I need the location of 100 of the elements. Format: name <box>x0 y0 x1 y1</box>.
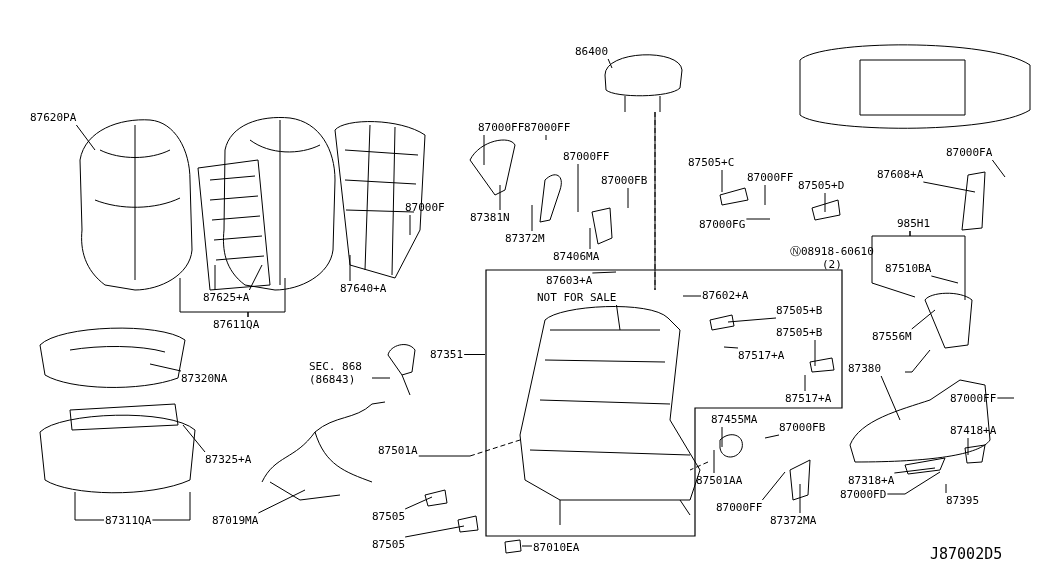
leader-line <box>531 204 533 232</box>
callout-number: Ⓝ08918-60610 (2) <box>790 245 874 271</box>
callout-number: 87351 <box>430 348 464 361</box>
leader-line <box>499 184 501 211</box>
callout-number: 87000FF <box>747 171 794 184</box>
leader-line <box>804 374 806 392</box>
callout-number: 87325+A <box>205 453 252 466</box>
leader-line <box>404 525 465 538</box>
leader-line <box>521 545 533 547</box>
leader-line <box>74 491 105 521</box>
leader-line <box>371 377 391 379</box>
callout-number: 87505 <box>372 538 406 551</box>
section-reference: SEC. 868 (86843) <box>309 360 371 386</box>
leader-line <box>589 227 591 250</box>
leader-line <box>814 339 816 367</box>
note-text: NOT FOR SALE <box>537 291 617 304</box>
leader-line <box>591 271 617 274</box>
callout-number: 87620PA <box>30 111 77 124</box>
leader-line <box>149 363 182 372</box>
callout-number: 87505+B <box>776 304 823 317</box>
callout-number: 87608+A <box>877 168 924 181</box>
leader-line <box>893 467 936 474</box>
leader-line <box>75 124 96 151</box>
callout-number: 87000FB <box>779 421 826 434</box>
leader-line <box>721 169 723 193</box>
leader-line <box>922 181 976 193</box>
callout-number: 87019MA <box>212 514 259 527</box>
callout-number: 87000F <box>405 201 445 214</box>
leader-line <box>880 375 901 421</box>
callout-number: 87418+A <box>950 424 997 437</box>
leader-line <box>713 449 715 474</box>
callout-number: 87510BA <box>885 262 932 275</box>
leader-line <box>764 434 780 439</box>
leader-line <box>545 134 547 141</box>
callout-number: 87000FF <box>563 150 610 163</box>
leader-line <box>721 426 723 448</box>
callout-number: 87000FF <box>478 121 525 134</box>
callout-number: 87010EA <box>533 541 580 554</box>
callout-number: 87517+A <box>785 392 832 405</box>
callout-number: 87611QA <box>213 318 260 331</box>
leader-line <box>761 471 786 501</box>
callout-number: 87517+A <box>738 349 785 362</box>
leader-line <box>577 163 579 213</box>
leader-line <box>723 346 739 349</box>
callout-number: 87000FF <box>524 121 571 134</box>
leader-line <box>247 277 286 318</box>
callout-number: 87501A <box>378 444 418 457</box>
callout-number: 87000FG <box>699 218 746 231</box>
drawing-code: J87002D5 <box>930 548 1003 561</box>
callout-number: 87320NA <box>181 372 228 385</box>
callout-number: 87505+D <box>798 179 845 192</box>
leader-line <box>991 159 1006 178</box>
callout-number: 86400 <box>575 45 609 58</box>
leader-line <box>214 264 216 291</box>
callout-number: 87455MA <box>711 413 758 426</box>
callout-number: 87501AA <box>696 474 743 487</box>
callout-number: 87372M <box>505 232 545 245</box>
callout-number: 87603+A <box>546 274 593 287</box>
leader-line <box>911 309 936 330</box>
callout-number: 87505 <box>372 510 406 523</box>
callout-number: 87380 <box>848 362 882 375</box>
leader-line <box>727 317 777 323</box>
leader-line <box>886 471 941 495</box>
callout-number: 87505+B <box>776 326 823 339</box>
callout-number: 87602+A <box>702 289 749 302</box>
leader-line <box>483 134 485 166</box>
callout-number: 985H1 <box>897 217 931 230</box>
leader-line <box>967 437 969 456</box>
callout-number: 87318+A <box>848 474 895 487</box>
leader-line <box>799 483 801 514</box>
leader-line <box>945 483 947 494</box>
callout-number: 87000FF <box>716 501 763 514</box>
leader-line <box>682 295 702 297</box>
leader-line <box>409 214 411 236</box>
callout-number: 87000FA <box>946 146 993 159</box>
leader-line <box>996 397 1015 399</box>
callout-number: 87372MA <box>770 514 817 527</box>
callout-number: 87395 <box>946 494 980 507</box>
leader-line <box>248 264 263 291</box>
callout-number: 87000FB <box>601 174 648 187</box>
leader-line <box>463 354 486 355</box>
callout-number: 87381N <box>470 211 510 224</box>
callout-number: 87556M <box>872 330 912 343</box>
leader-line <box>616 304 621 331</box>
callout-number: 87311QA <box>105 514 152 527</box>
leader-line <box>909 230 966 301</box>
leader-line <box>349 254 351 282</box>
leader-line <box>764 184 766 206</box>
callout-number: 87640+A <box>340 282 387 295</box>
callout-number: 87505+C <box>688 156 735 169</box>
leader-line <box>151 491 191 521</box>
leader-line <box>418 455 471 457</box>
leader-line <box>930 275 959 284</box>
callout-number: 87000FF <box>950 392 997 405</box>
callout-number: 87000FD <box>840 488 887 501</box>
callout-number: 87625+A <box>203 291 250 304</box>
leader-line <box>745 218 771 220</box>
leader-line <box>182 424 206 453</box>
callout-number: 87406MA <box>553 250 600 263</box>
leader-line <box>257 489 306 514</box>
